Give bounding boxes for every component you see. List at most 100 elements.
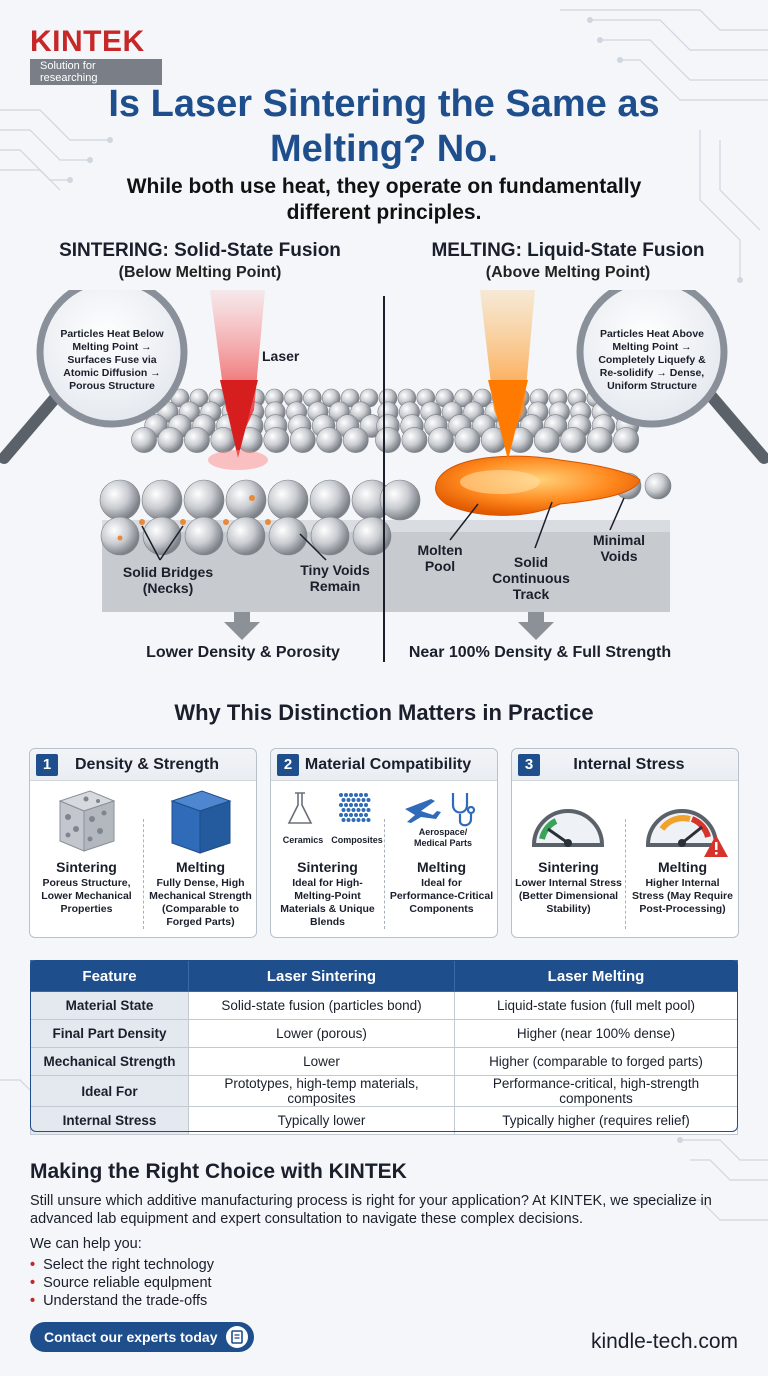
- particle: [189, 388, 209, 408]
- low-stress-gauge-icon: [531, 809, 605, 847]
- table-row: Internal Stress Typically lower Typicall…: [30, 1106, 738, 1135]
- particle: [267, 479, 309, 521]
- particle: [533, 427, 560, 453]
- solid-bridges-label: Solid Bridges (Necks): [122, 564, 214, 596]
- list-item: Understand the trade-offs: [30, 1292, 214, 1310]
- flask-icon: [287, 792, 313, 824]
- card-title: Material Compatibility: [304, 755, 472, 773]
- continuous-track-label: Solid Continuous Track: [492, 554, 570, 602]
- table-header: Feature: [30, 960, 189, 992]
- table-row: Final Part Density Lower (porous) Higher…: [30, 1019, 738, 1048]
- help-list: Select the right technology Source relia…: [30, 1256, 214, 1310]
- particle: [454, 388, 473, 408]
- stethoscope-icon: [451, 793, 476, 827]
- particle: [352, 516, 392, 556]
- solid-cube-icon: [170, 790, 232, 854]
- list-item: Source reliable equlpment: [30, 1274, 214, 1292]
- aerospace-medical-label: Aerospace/ Medical Parts: [413, 827, 473, 848]
- cta-title: Making the Right Choice with KINTEK: [30, 1160, 407, 1183]
- airplane-icon: [405, 799, 441, 823]
- sintering-heading-block: SINTERING: Solid-State Fusion (Below Mel…: [30, 240, 370, 284]
- melting-laser-arrow: [488, 380, 528, 460]
- particle: [613, 427, 640, 453]
- particle: [142, 516, 182, 556]
- page-subtitle: While both use heat, they operate on fun…: [126, 175, 642, 224]
- card-title: Internal Stress: [573, 755, 685, 773]
- website-link[interactable]: kindle-tech.com: [590, 1330, 738, 1353]
- melting-result: Near 100% Density & Full Strength: [408, 644, 672, 661]
- melting-lens-text: Particles Heat Above Melting Point → Com…: [598, 328, 706, 392]
- particle: [316, 427, 343, 453]
- particle: [157, 427, 184, 453]
- card-left-desc: Ideal for High-Melting-Point Materials &…: [280, 877, 375, 928]
- page-title: Is Laser Sintering the Same as Melting? …: [108, 83, 660, 170]
- particle: [644, 472, 672, 500]
- laser-label: Laser: [262, 348, 300, 364]
- tiny-voids-label: Tiny Voids Remain: [300, 562, 370, 594]
- particle: [226, 516, 266, 556]
- table-row: Mechanical Strength Lower Higher (compar…: [30, 1047, 738, 1076]
- table-cell-feature: Final Part Density: [30, 1019, 189, 1048]
- table-cell: Typically higher (requires relief): [454, 1106, 738, 1135]
- powder-bed-illustration: [0, 276, 768, 662]
- sintering-result-arrow: [224, 612, 260, 640]
- contact-button-label: Contact our experts today: [44, 1329, 218, 1345]
- table-header-row: Feature Laser Sintering Laser Melting: [30, 960, 738, 992]
- sintering-necks: [117, 495, 271, 541]
- molten-pool-label: Molten Pool: [417, 542, 463, 574]
- particle: [401, 427, 428, 453]
- magnifier-right-icon: [576, 276, 768, 464]
- melting-result-arrow: [518, 612, 554, 640]
- card-material-compatibility: 2 Material Compatibility Ceramics Compos…: [270, 748, 498, 938]
- table-cell: Typically lower: [188, 1106, 455, 1135]
- porous-cube-icon: [58, 790, 116, 852]
- why-section-title: Why This Distinction Matters in Practice: [174, 700, 594, 725]
- card-left-desc: Poreus Structure, Lower Mechanical Prope…: [41, 877, 132, 915]
- particle: [342, 427, 369, 453]
- document-icon: [226, 1326, 248, 1348]
- table-cell: Liquid-state fusion (full melt pool): [454, 991, 738, 1020]
- card-right-desc: Ideal for Performance-Critical Component…: [389, 877, 494, 915]
- melting-heading: MELTING: Liquid-State Fusion: [431, 240, 705, 261]
- list-item: Select the right technology: [30, 1256, 214, 1274]
- particle: [310, 516, 350, 556]
- card-density-strength: 1 Density & Strength Sintering: [29, 748, 257, 938]
- table-cell-feature: Material State: [30, 991, 189, 1020]
- card-number: 2: [277, 753, 299, 776]
- sintering-lens-text: Particles Heat Below Melting Point → Sur…: [60, 328, 164, 392]
- particle: [263, 427, 290, 453]
- table-cell: Lower: [188, 1047, 455, 1076]
- particle: [454, 427, 481, 453]
- particle: [379, 479, 421, 521]
- card-left-title: Sintering: [56, 859, 117, 875]
- card-internal-stress: 3 Internal Stress Sinte: [511, 748, 739, 938]
- particle: [586, 427, 613, 453]
- particle: [340, 388, 360, 408]
- card-left-title: Sintering: [538, 859, 599, 875]
- particle: [183, 479, 225, 521]
- contact-experts-button[interactable]: Contact our experts today: [30, 1322, 254, 1352]
- stress-gauges: [531, 809, 728, 857]
- card-right-title: Melting: [658, 859, 707, 875]
- composite-lattice-icon: [339, 793, 371, 822]
- cta-paragraph: Still unsure which additive manufacturin…: [30, 1193, 712, 1227]
- card-right-title: Melting: [417, 859, 466, 875]
- sintering-laser-arrow: [220, 380, 258, 458]
- sintering-subheading: (Below Melting Point): [118, 264, 282, 281]
- composites-label: Composites: [331, 835, 383, 845]
- material-icons: [287, 792, 476, 827]
- table-header: Laser Sintering: [188, 960, 455, 992]
- comparison-diagram: Particles Heat Below Melting Point → Sur…: [0, 276, 768, 710]
- card-left-desc: Lower Internal Stress (Better Dimensiona…: [515, 877, 622, 915]
- card-right-desc: Fully Dense, High Mechanical Strength (C…: [149, 877, 252, 928]
- particle: [184, 427, 210, 453]
- card-left-title: Sintering: [297, 859, 358, 875]
- particle: [289, 427, 316, 453]
- particle: [131, 427, 157, 453]
- particle: [428, 427, 454, 453]
- table-row: Ideal For Prototypes, high-temp material…: [30, 1075, 738, 1107]
- particle: [268, 516, 308, 556]
- table-row: Material State Solid-state fusion (parti…: [30, 991, 738, 1020]
- table-cell-feature: Mechanical Strength: [30, 1047, 189, 1076]
- card-number: 3: [518, 753, 540, 776]
